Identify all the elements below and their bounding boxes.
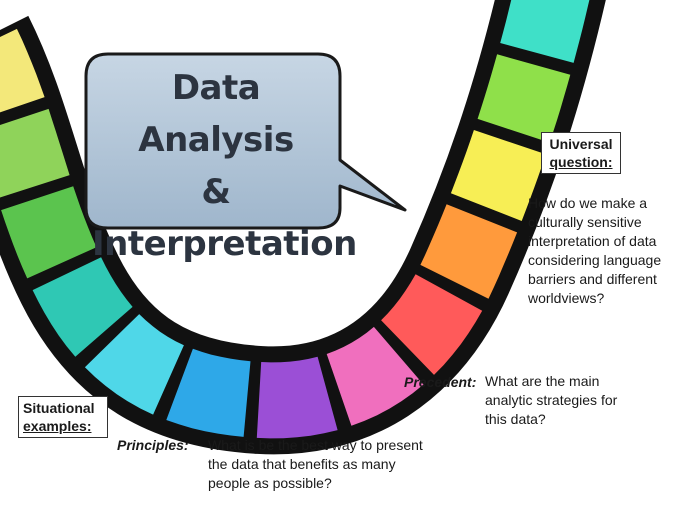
title-line-1: Data Analysis	[138, 68, 294, 160]
title-line-2: &	[201, 172, 231, 212]
situational-label-line-1: Situational	[23, 400, 95, 416]
path-tile	[420, 204, 518, 299]
path-tile	[166, 348, 251, 437]
precedent-label: Precedent:	[404, 374, 477, 390]
path-tile	[1, 186, 97, 279]
situational-label-line-2: examples:	[23, 418, 92, 434]
path-tile	[381, 274, 483, 375]
path-tile	[477, 54, 571, 143]
diagram-title: Data Analysis & Interpretation	[92, 62, 357, 270]
situational-examples-label: Situational examples:	[18, 396, 108, 438]
path-tile	[32, 257, 133, 357]
universal-label-line-2: question:	[549, 154, 613, 170]
path-tile	[450, 130, 546, 221]
precedent-text: What are the main analytic strategies fo…	[485, 373, 618, 427]
principles-label: Principles:	[117, 437, 189, 453]
title-line-3: Interpretation	[92, 224, 357, 264]
universal-question-label: Universal question:	[541, 132, 621, 174]
universal-question-text: How do we make a culturally sensitive in…	[528, 195, 662, 306]
path-tile	[256, 356, 338, 439]
principles-text: What is be the best way to present the d…	[208, 437, 423, 491]
speech-bubble	[84, 52, 407, 230]
universal-label-line-1: Universal	[549, 136, 613, 152]
path-tile	[0, 28, 45, 113]
path-tile	[0, 108, 70, 198]
path-tile	[500, 0, 590, 63]
path-tile	[326, 326, 424, 426]
path-tile	[84, 314, 184, 415]
path-tiles	[0, 0, 590, 439]
